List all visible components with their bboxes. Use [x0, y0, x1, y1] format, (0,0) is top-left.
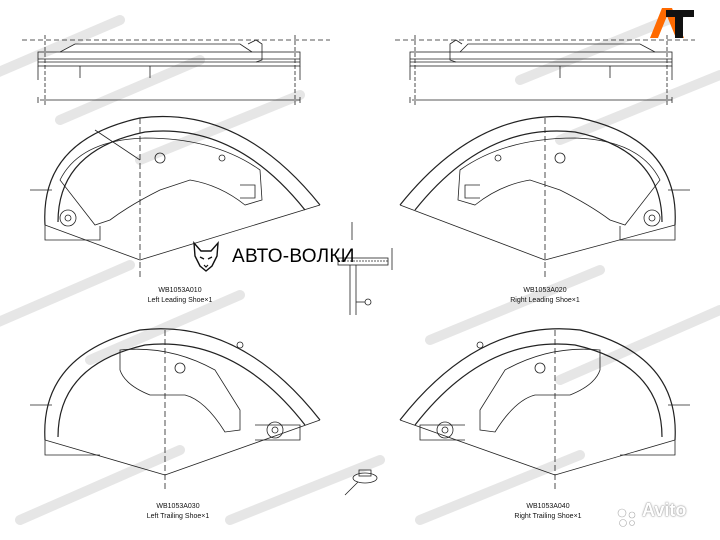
shoe-right-leading	[399, 115, 690, 280]
shoe-left-leading	[30, 115, 321, 280]
part-code-4: WB1053A040	[526, 503, 570, 510]
part-code-1: WB1053A010	[158, 287, 202, 294]
brand-text: АВТО-ВОЛКИ	[232, 246, 355, 267]
part-desc-1: Left Leading Shoe×1	[147, 297, 213, 304]
at-logo-icon	[650, 8, 694, 38]
avito-dots-icon	[617, 508, 636, 527]
clip-detail	[344, 469, 378, 496]
part-desc-3: Left Trailing Shoe×1	[146, 513, 210, 520]
side-view-left	[22, 35, 330, 105]
part-code-3: WB1053A030	[156, 503, 200, 510]
shoe-right-trailing	[399, 328, 690, 490]
wolf-icon	[193, 240, 219, 272]
side-view-right	[395, 35, 695, 105]
part-desc-2: Right Leading Shoe×1	[510, 297, 580, 304]
part-desc-4: Right Trailing Shoe×1	[514, 513, 582, 520]
shoe-left-trailing	[30, 328, 321, 490]
center-section-detail	[337, 222, 393, 315]
part-code-2: WB1053A020	[523, 287, 567, 294]
avito-watermark-text: Avito	[642, 500, 687, 520]
